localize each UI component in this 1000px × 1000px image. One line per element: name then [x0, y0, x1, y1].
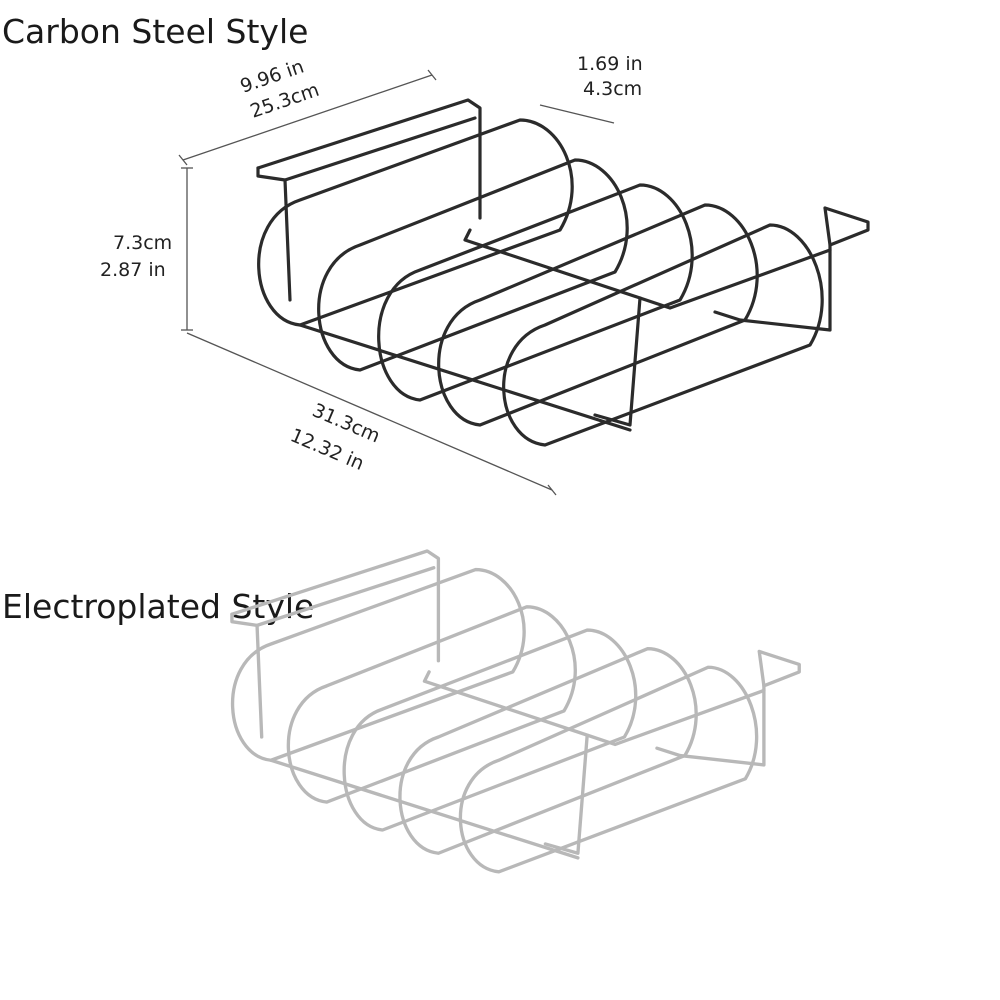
rack-right-handle — [823, 206, 870, 247]
electroplated-title: Electroplated Style — [2, 587, 315, 626]
carbon-steel-title: Carbon Steel Style — [2, 12, 309, 51]
rack-loop-3 — [377, 183, 694, 402]
rack-loop-2 — [317, 158, 629, 372]
dimension-lines — [178, 69, 615, 496]
electroplated-rack — [230, 549, 801, 874]
gap-dimension-line — [539, 104, 615, 124]
rack-loop-5 — [502, 223, 824, 447]
rack-loop-4 — [437, 203, 759, 427]
gap-in-label: 1.69 in — [577, 53, 643, 75]
gap-cm-label: 4.3cm — [583, 78, 642, 100]
rack-right-foot — [713, 243, 832, 332]
rack-back-rail — [256, 98, 482, 220]
height-in-label: 2.87 in — [100, 259, 166, 281]
rack-left-post — [256, 166, 292, 302]
length-dimension-line — [186, 332, 553, 491]
rack-front-foot — [593, 296, 642, 427]
carbon-steel-rack — [256, 98, 870, 447]
height-cm-label: 7.3cm — [113, 232, 172, 254]
width-dimension-line — [182, 74, 433, 161]
carbon-steel-rack-figure: 9.96 in 25.3cm 1.69 in 4.3cm 7.3cm 2.87 … — [100, 53, 870, 496]
